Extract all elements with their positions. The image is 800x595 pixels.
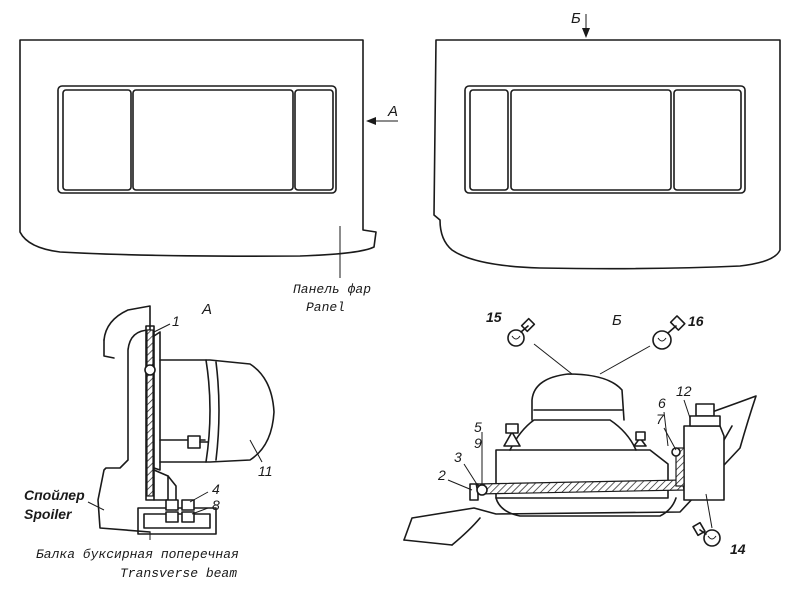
callout-16: 16 — [688, 313, 704, 329]
side-lamp — [683, 425, 725, 501]
beam-label-ru: Балка буксирная поперечная — [36, 547, 239, 562]
panel-front-view-left — [19, 39, 377, 278]
adjust-screw — [187, 435, 201, 449]
callout-6: 6 — [658, 395, 666, 411]
view-a-callouts: 1 11 4 8 — [87, 313, 273, 540]
view-b-callouts: 15 16 14 5 9 3 2 6 7 12 — [437, 309, 746, 557]
bulb-14-icon — [692, 521, 721, 547]
spoiler-label-en: Spoiler — [24, 506, 73, 522]
fastening-nut-top — [144, 364, 156, 376]
panel-front-view-right — [433, 39, 781, 270]
callout-2: 2 — [437, 467, 446, 483]
callout-12: 12 — [676, 383, 692, 399]
view-b-marker: Б — [571, 10, 581, 27]
panel-label-ru: Панель фар — [293, 282, 371, 297]
callout-9: 9 — [474, 435, 482, 451]
callout-1: 1 — [172, 313, 180, 329]
callout-7: 7 — [656, 411, 665, 427]
callout-15: 15 — [486, 309, 502, 325]
callout-5: 5 — [474, 419, 482, 435]
bulb-15-icon — [507, 317, 536, 347]
callout-14: 14 — [730, 541, 746, 557]
panel-label-en: Panel — [306, 300, 345, 315]
bulb-16-icon — [652, 315, 686, 350]
callout-3: 3 — [454, 449, 462, 465]
view-a-side-section — [97, 305, 275, 535]
view-a-marker: А — [387, 103, 398, 120]
knob-right — [635, 431, 646, 441]
view-b-section — [403, 373, 757, 546]
panel-section-hatch — [146, 329, 154, 497]
fastening-nut-left — [476, 484, 488, 496]
knob-left — [505, 423, 519, 434]
view-a-arrow: А — [366, 103, 398, 125]
view-b-arrow: Б — [571, 10, 590, 38]
view-b-title: Б — [612, 312, 622, 329]
panel-plate-hatch — [475, 479, 685, 495]
callout-4: 4 — [212, 481, 220, 497]
spoiler-label-ru: Спойлер — [24, 487, 85, 503]
callout-11: 11 — [258, 463, 273, 479]
callout-8: 8 — [212, 497, 220, 513]
beam-label-en: Transverse beam — [120, 566, 237, 581]
view-a-title: А — [201, 301, 212, 318]
